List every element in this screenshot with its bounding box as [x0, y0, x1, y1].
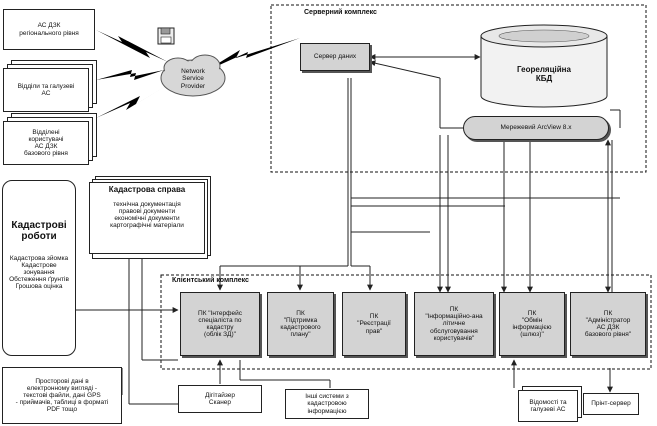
cadastre-case-body: технічна документація правові документи … [110, 200, 184, 229]
module-analytics: ПК "Інформаційно-ана літичне обслуговува… [414, 292, 494, 356]
module-cadastre-interface: ПК "Інтерфейс спеціаліста по кадастру (о… [180, 292, 260, 356]
cloud-icon [160, 54, 226, 97]
cadastral-works-box: Кадастрові роботи Кадастрова зйомка Када… [2, 180, 76, 356]
digitizer-box: Дігітайзер Сканер [178, 385, 262, 413]
data-server-box: Сервер даних [300, 43, 370, 71]
network-provider-label: Network Service Provider [180, 68, 206, 90]
district-users-box: Відділені користувачі АС ДЗК базового рі… [3, 121, 89, 165]
print-server-box: Прінт-сервер [583, 393, 639, 415]
cadastral-works-title: Кадастрові роботи [11, 220, 67, 242]
server-zone-label: Серверний комплекс [304, 9, 377, 16]
module-rights-registration: ПК "Реєстрації прав" [342, 292, 406, 356]
floppy-disk-icon [157, 27, 175, 45]
departments-box: Відділи та галузеві АС [3, 68, 89, 112]
cadastre-case-title: Кадастрова справа [108, 185, 186, 194]
arcview-box: Мережевий ArcView 8.x [463, 116, 609, 140]
departments-ac-box: Відомості та галузеві АС [518, 390, 578, 422]
other-systems-box: Інші системи з кадастровою інформацією [285, 389, 369, 419]
database-cylinder-icon [480, 24, 608, 108]
cadastral-works-body: Кадастрова зйомка Кадастрове зонування О… [9, 254, 69, 290]
module-gateway: ПК "Обмін інформацією (шлюз)" [499, 292, 565, 356]
module-administrator: ПК "Адміністратор АС ДЗК базового рівня" [570, 292, 646, 356]
client-zone-frame [160, 274, 652, 370]
database-label: Геореляційна КБД [517, 65, 571, 83]
lightning-link-icon [96, 30, 300, 118]
module-plan-support: ПК "Підтримка кадастрового плану" [267, 292, 334, 356]
spatial-data-box: Просторові дані в електронному вигляді -… [2, 367, 122, 424]
server-zone-frame [270, 4, 647, 173]
client-zone-label: Клієнтський комплекс [172, 277, 249, 284]
cadastre-case-box: Кадастрова справа технічна документація … [89, 182, 205, 254]
regional-system-box: АС ДЗК регіонального рівня [3, 9, 95, 50]
